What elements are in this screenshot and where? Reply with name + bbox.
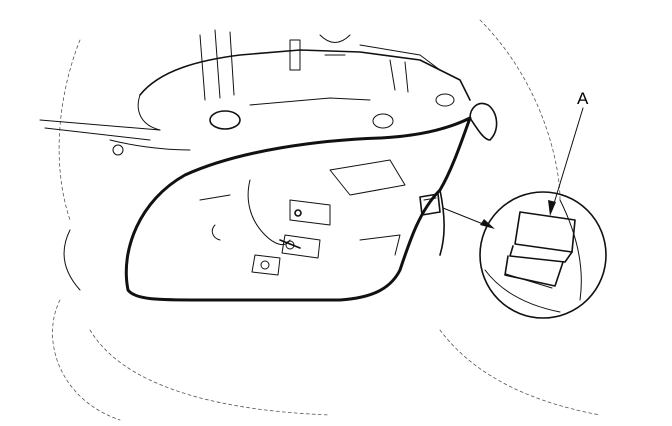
engine-top (109, 29, 471, 156)
callout-arrow (548, 107, 584, 216)
detail-inset (479, 191, 607, 319)
interior-components (199, 159, 406, 276)
background-linework (39, 19, 601, 421)
callout-label-a: A (577, 89, 589, 108)
opening-outline (124, 102, 498, 302)
component-a-location (419, 193, 441, 216)
